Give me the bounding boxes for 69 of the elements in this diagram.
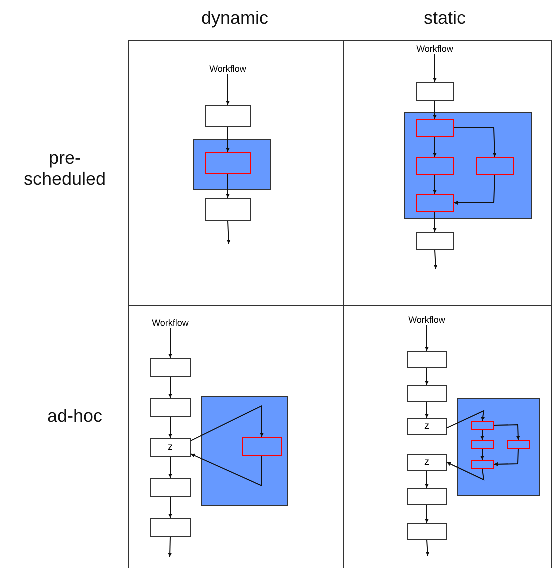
subprocess-panel <box>193 139 271 190</box>
step-box <box>205 105 251 127</box>
arrow <box>226 74 230 106</box>
arrow <box>480 448 484 460</box>
step-box: z <box>150 438 191 457</box>
start-label: Workflow <box>152 318 189 328</box>
subprocess-panel <box>404 112 532 219</box>
arrow <box>226 174 230 198</box>
step-box <box>416 232 454 250</box>
arrow <box>446 462 485 481</box>
arrow <box>425 504 429 524</box>
arrow <box>433 54 437 82</box>
task-box <box>416 119 454 137</box>
arrow <box>425 324 429 352</box>
step-box <box>407 385 447 402</box>
task-box <box>471 440 494 449</box>
subprocess-panel <box>457 398 540 496</box>
step-box <box>150 398 191 417</box>
arrow <box>190 405 264 442</box>
step-box <box>407 488 447 505</box>
task-box <box>205 152 251 174</box>
arrow <box>226 126 230 152</box>
step-box <box>150 358 191 377</box>
task-box <box>416 194 454 212</box>
task-box <box>471 460 494 469</box>
step-box <box>150 478 191 497</box>
subprocess-panel <box>201 396 288 506</box>
task-box <box>416 157 454 175</box>
step-box <box>205 198 251 221</box>
task-box <box>507 440 530 449</box>
arrow <box>168 416 172 438</box>
task-box <box>471 421 494 430</box>
start-label: Workflow <box>408 315 446 325</box>
arrow <box>226 220 231 244</box>
arrow <box>494 424 520 440</box>
arrow <box>454 128 497 158</box>
arrow <box>425 402 429 418</box>
arrow <box>168 376 172 398</box>
column-header: dynamic <box>200 8 270 29</box>
arrow <box>433 212 437 232</box>
arrow <box>480 430 484 440</box>
row-header: pre- scheduled <box>22 148 108 190</box>
arrow <box>168 328 172 358</box>
arrow <box>433 136 437 158</box>
step-box: z <box>407 454 447 471</box>
task-box <box>242 437 282 456</box>
step-box <box>407 351 447 368</box>
step-box <box>150 518 191 537</box>
arrow <box>494 448 519 466</box>
arrow <box>426 540 430 556</box>
column-header: static <box>422 8 467 29</box>
start-label: Workflow <box>210 64 246 74</box>
arrow <box>168 496 172 518</box>
step-box: z <box>407 418 447 435</box>
arrow <box>190 454 262 487</box>
arrow <box>454 174 496 205</box>
arrow <box>168 456 172 478</box>
arrow <box>168 536 172 558</box>
task-box <box>476 157 514 175</box>
arrow <box>446 410 486 429</box>
row-header: ad-hoc <box>46 406 104 427</box>
arrow <box>433 174 437 194</box>
arrow <box>434 250 438 270</box>
start-label: Workflow <box>416 44 454 54</box>
arrow <box>425 470 429 488</box>
arrow <box>425 368 429 386</box>
step-box <box>407 523 447 540</box>
step-box <box>416 82 454 101</box>
arrow <box>433 100 437 120</box>
